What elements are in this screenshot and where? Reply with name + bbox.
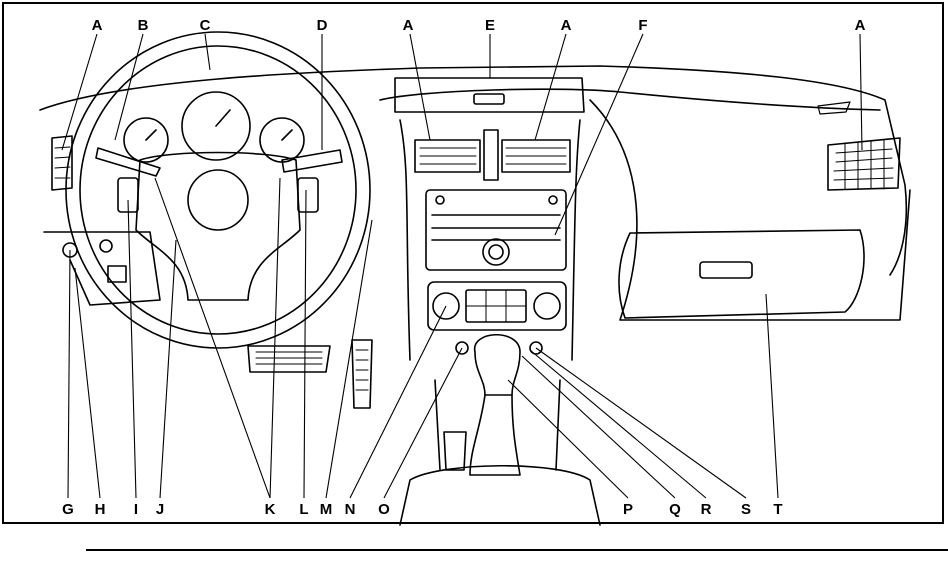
right-air-vent [828, 138, 900, 190]
callout-label-bottom: K [265, 501, 276, 518]
callout-label-bottom: P [623, 501, 633, 518]
callout-label-bottom: L [299, 501, 308, 518]
right-steering-controls [298, 178, 318, 212]
steering-spokes [136, 153, 300, 301]
callout-label-top: B [138, 17, 149, 34]
callout-label-top: E [485, 17, 495, 34]
callout-label-bottom: R [701, 501, 712, 518]
callout-label-bottom: O [378, 501, 390, 518]
callout-label-bottom: Q [669, 501, 681, 518]
leader-lines [62, 34, 862, 498]
glovebox-handle [700, 262, 752, 278]
steering-hub [188, 170, 248, 230]
callout-label-top: A [561, 17, 572, 34]
callout-label-bottom: H [95, 501, 106, 518]
callout-label-bottom: T [773, 501, 782, 518]
callout-label-bottom: G [62, 501, 74, 518]
callout-label-bottom: M [320, 501, 333, 518]
brake-pedal [248, 346, 330, 372]
display-handle [474, 94, 504, 104]
callout-label-top: D [317, 17, 328, 34]
callout-label-top: A [855, 17, 866, 34]
callout-label-bottom: J [156, 501, 164, 518]
callout-label-top: A [92, 17, 103, 34]
radio-volume-knob [483, 239, 509, 265]
callout-label-top: F [638, 17, 647, 34]
parking-brake-pedal [444, 432, 466, 470]
shift-knob [475, 335, 520, 395]
callout-labels: A B C D A E A F A G H I J K L M N O P Q … [62, 17, 865, 518]
radio-unit [426, 190, 566, 270]
callout-label-top: C [200, 17, 211, 34]
callout-label-bottom: N [345, 501, 356, 518]
climate-right-knob [534, 293, 560, 319]
callout-label-top: A [403, 17, 414, 34]
divider-rule [86, 549, 948, 551]
instrument-panel-illustration: A B C D A E A F A G H I J K L M N O P Q … [0, 0, 948, 530]
glovebox [619, 230, 864, 318]
callout-label-bottom: I [134, 501, 138, 518]
dash-top-ridge [380, 89, 880, 110]
callout-label-bottom: S [741, 501, 751, 518]
wiper-lever [282, 150, 342, 172]
dashboard-outline [40, 66, 906, 275]
shift-boot [470, 395, 520, 475]
